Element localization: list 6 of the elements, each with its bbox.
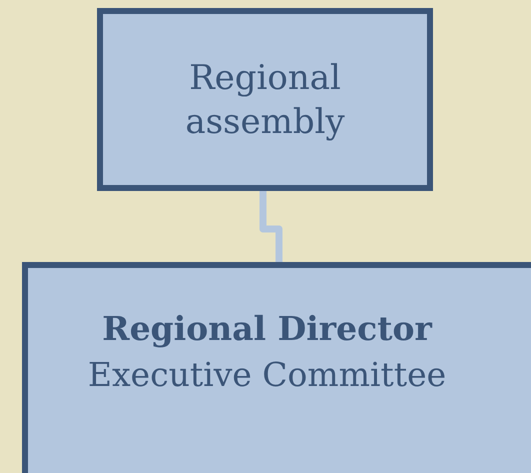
director-box [22,262,531,473]
node-text: Executive Committee [88,354,446,396]
node-text: Regional assembly [184,56,346,144]
assembly-box [97,8,433,191]
connector-line [260,191,282,262]
heading-text: Regional Director [102,308,432,350]
